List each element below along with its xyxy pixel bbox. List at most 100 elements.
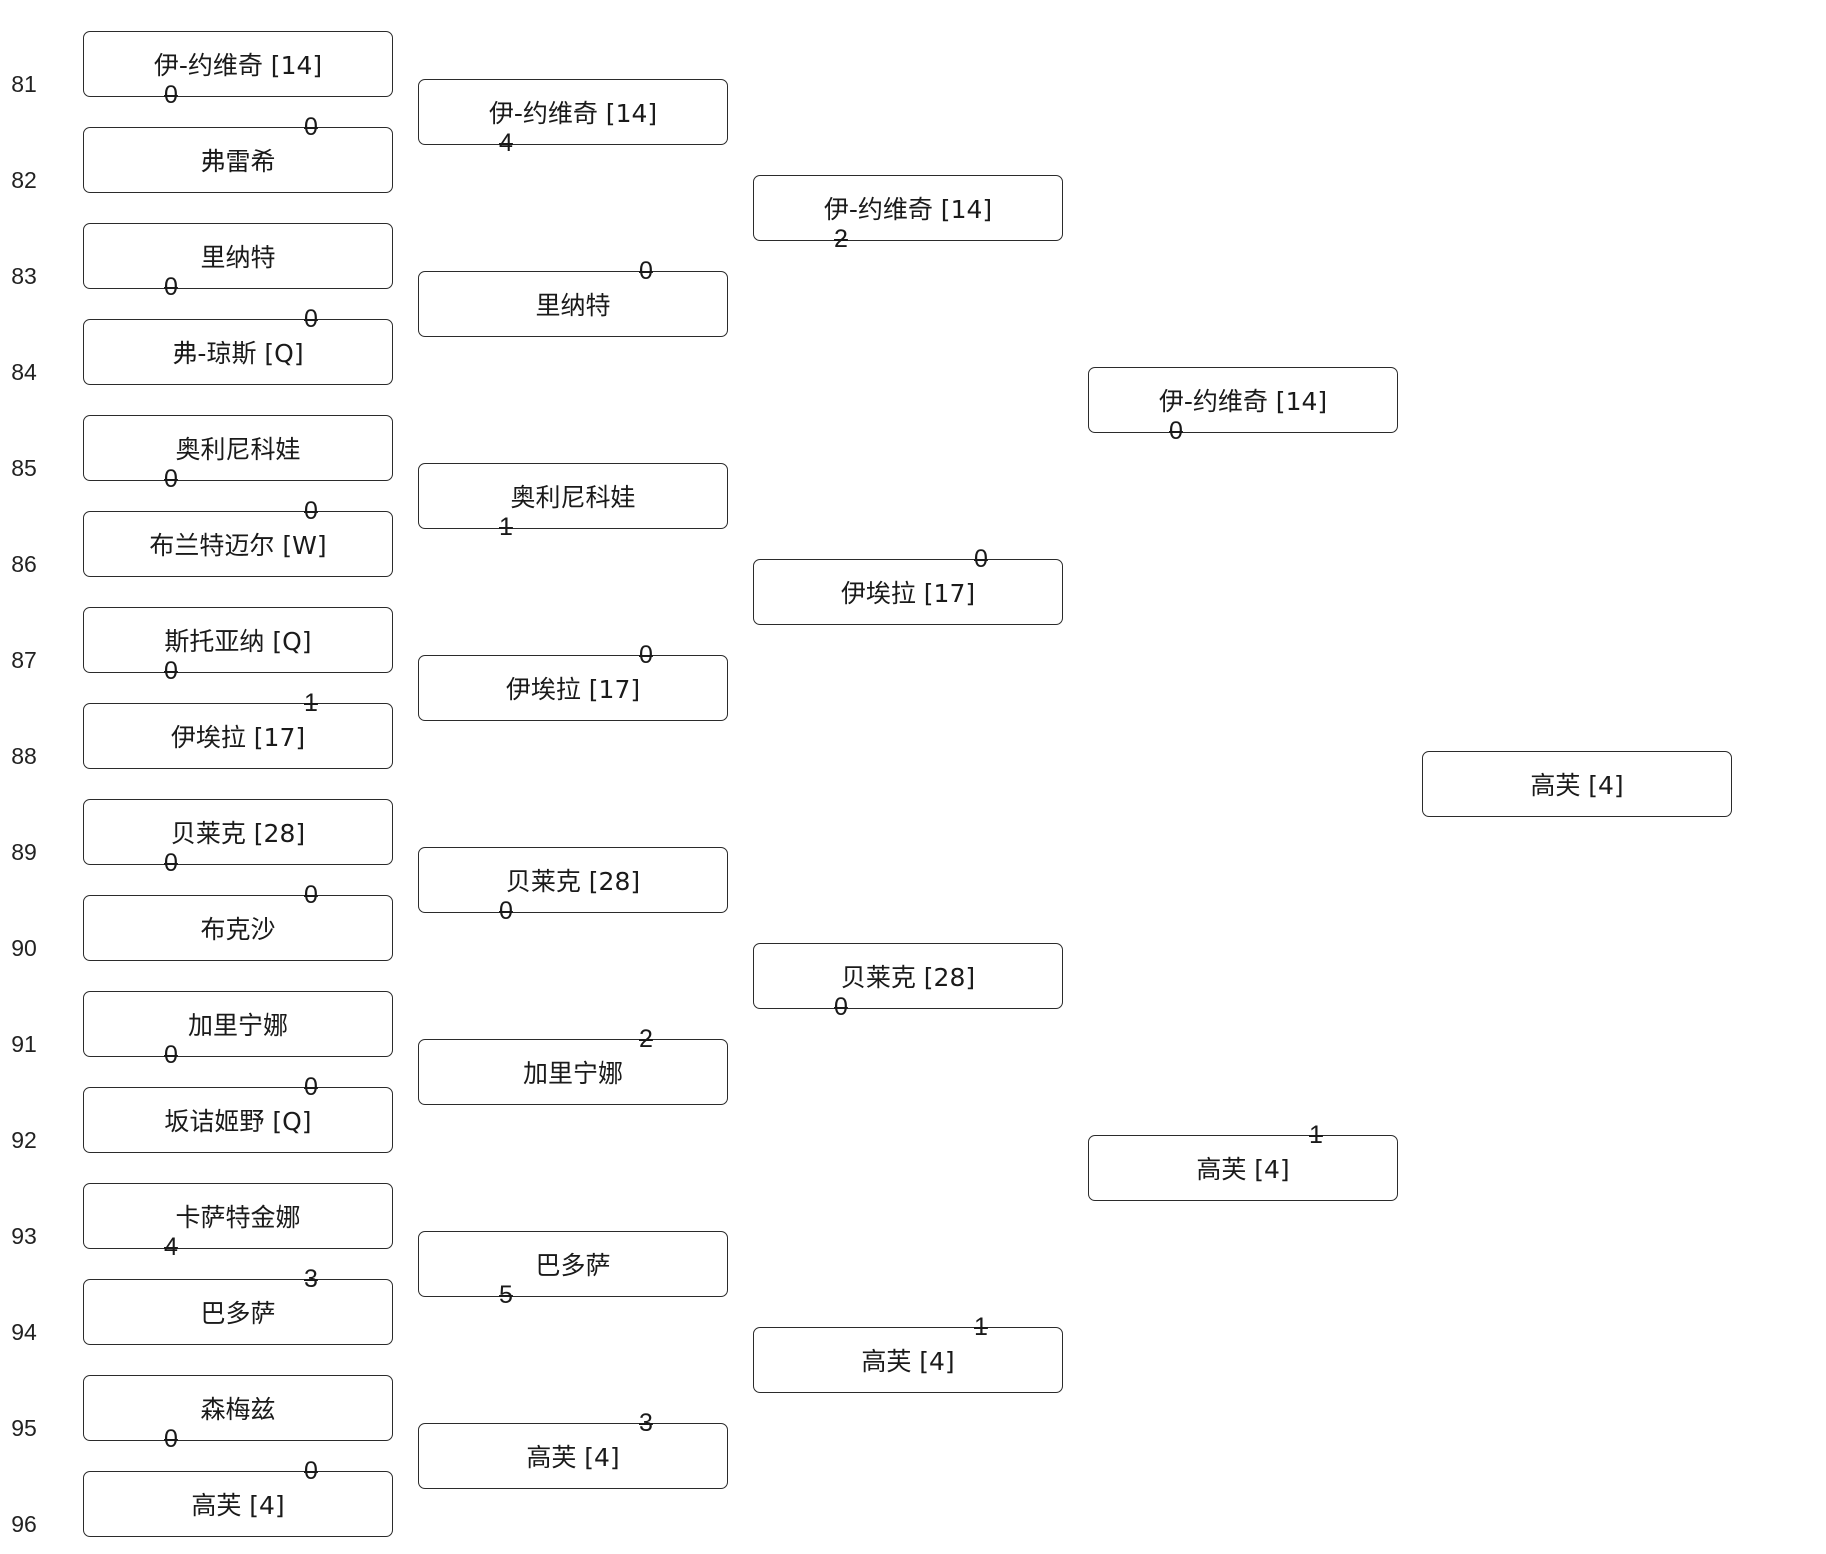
player-box[interactable]: 森梅兹 xyxy=(83,1375,393,1441)
player-box[interactable]: 高芙 [4] xyxy=(1088,1135,1398,1201)
player-box[interactable]: 布克沙 xyxy=(83,895,393,961)
seed-number: 85 xyxy=(11,455,37,481)
player-score: 0 xyxy=(639,641,653,669)
player-box[interactable]: 伊-约维奇 [14] xyxy=(418,79,728,145)
player-box[interactable]: 伊-约维奇 [14] xyxy=(1088,367,1398,433)
player-box[interactable]: 里纳特 xyxy=(418,271,728,337)
player-name: 贝莱克 [28] xyxy=(840,963,976,992)
seed-number: 88 xyxy=(11,743,37,769)
player-score: 0 xyxy=(304,1073,318,1101)
player-score: 0 xyxy=(304,1457,318,1485)
player-name: 高芙 [4] xyxy=(861,1347,955,1376)
player-score: 0 xyxy=(164,465,178,493)
player-name: 高芙 [4] xyxy=(1530,771,1624,800)
player-score: 0 xyxy=(304,305,318,333)
player-score: 3 xyxy=(639,1409,653,1437)
seed-number: 87 xyxy=(11,647,37,673)
player-score: 0 xyxy=(164,273,178,301)
player-name: 卡萨特金娜 xyxy=(175,1203,301,1232)
player-name: 加里宁娜 xyxy=(522,1059,623,1088)
player-name: 奥利尼科娃 xyxy=(175,435,301,464)
player-box[interactable]: 斯托亚纳 [Q] xyxy=(83,607,393,673)
player-box[interactable]: 加里宁娜 xyxy=(418,1039,728,1105)
player-score: 2 xyxy=(639,1025,653,1053)
player-score: 1 xyxy=(1309,1121,1323,1149)
player-score: 2 xyxy=(834,225,848,253)
player-score: 0 xyxy=(304,497,318,525)
player-box[interactable]: 奥利尼科娃 xyxy=(418,463,728,529)
player-score: 0 xyxy=(164,657,178,685)
player-name: 高芙 [4] xyxy=(526,1443,620,1472)
player-score: 0 xyxy=(639,257,653,285)
player-score: 0 xyxy=(974,545,988,573)
player-box[interactable]: 伊埃拉 [17] xyxy=(753,559,1063,625)
player-score: 0 xyxy=(164,1041,178,1069)
seed-number: 92 xyxy=(11,1127,37,1153)
player-box[interactable]: 高芙 [4] xyxy=(418,1423,728,1489)
player-box[interactable]: 贝莱克 [28] xyxy=(83,799,393,865)
player-name: 加里宁娜 xyxy=(187,1011,288,1040)
player-name: 高芙 [4] xyxy=(191,1491,285,1520)
seed-number: 83 xyxy=(11,263,37,289)
seed-number: 82 xyxy=(11,167,37,193)
player-score: 0 xyxy=(499,897,513,925)
player-score: 0 xyxy=(304,113,318,141)
player-score: 1 xyxy=(499,513,513,541)
player-box[interactable]: 伊-约维奇 [14] xyxy=(753,175,1063,241)
seed-number: 84 xyxy=(11,359,37,385)
player-box[interactable]: 坂诘姬野 [Q] xyxy=(83,1087,393,1153)
player-score: 0 xyxy=(164,849,178,877)
player-score: 0 xyxy=(304,881,318,909)
player-name: 森梅兹 xyxy=(200,1395,276,1424)
player-name: 高芙 [4] xyxy=(1196,1155,1290,1184)
player-name: 斯托亚纳 [Q] xyxy=(164,627,312,656)
player-name: 巴多萨 xyxy=(200,1299,276,1328)
seed-number: 90 xyxy=(11,935,37,961)
seed-number: 89 xyxy=(11,839,37,865)
player-name: 弗雷希 xyxy=(200,147,276,176)
player-box[interactable]: 巴多萨 xyxy=(83,1279,393,1345)
player-name: 伊-约维奇 [14] xyxy=(823,195,993,224)
player-box[interactable]: 布兰特迈尔 [W] xyxy=(83,511,393,577)
player-score: 1 xyxy=(304,689,318,717)
player-box[interactable]: 贝莱克 [28] xyxy=(753,943,1063,1009)
player-name: 伊-约维奇 [14] xyxy=(153,51,323,80)
player-score: 0 xyxy=(164,81,178,109)
player-box[interactable]: 高芙 [4] xyxy=(83,1471,393,1537)
seed-number: 96 xyxy=(11,1511,37,1537)
player-name: 伊埃拉 [17] xyxy=(170,723,306,752)
seed-number: 94 xyxy=(11,1319,37,1345)
player-score: 4 xyxy=(499,129,513,157)
player-box[interactable]: 卡萨特金娜 xyxy=(83,1183,393,1249)
player-box[interactable]: 弗雷希 xyxy=(83,127,393,193)
player-box[interactable]: 里纳特 xyxy=(83,223,393,289)
player-box[interactable]: 弗-琼斯 [Q] xyxy=(83,319,393,385)
player-name: 弗-琼斯 [Q] xyxy=(172,339,304,368)
player-box[interactable]: 高芙 [4] xyxy=(753,1327,1063,1393)
player-box[interactable]: 奥利尼科娃 xyxy=(83,415,393,481)
player-box[interactable]: 高芙 [4] xyxy=(1422,751,1732,817)
player-score: 0 xyxy=(164,1425,178,1453)
player-name: 伊-约维奇 [14] xyxy=(488,99,658,128)
seed-number: 91 xyxy=(11,1031,37,1057)
player-name: 巴多萨 xyxy=(535,1251,611,1280)
player-box[interactable]: 巴多萨 xyxy=(418,1231,728,1297)
player-box[interactable]: 伊埃拉 [17] xyxy=(83,703,393,769)
player-box[interactable]: 伊埃拉 [17] xyxy=(418,655,728,721)
player-name: 伊-约维奇 [14] xyxy=(1158,387,1328,416)
player-name: 布兰特迈尔 [W] xyxy=(149,531,327,560)
player-name: 坂诘姬野 [Q] xyxy=(164,1107,312,1136)
player-box[interactable]: 伊-约维奇 [14] xyxy=(83,31,393,97)
player-box[interactable]: 贝莱克 [28] xyxy=(418,847,728,913)
player-name: 布克沙 xyxy=(200,915,276,944)
player-score: 0 xyxy=(1169,417,1183,445)
seed-number: 81 xyxy=(11,71,37,97)
player-box[interactable]: 加里宁娜 xyxy=(83,991,393,1057)
seed-number: 86 xyxy=(11,551,37,577)
player-name: 贝莱克 [28] xyxy=(170,819,306,848)
player-name: 伊埃拉 [17] xyxy=(505,675,641,704)
seed-number: 93 xyxy=(11,1223,37,1249)
player-score: 5 xyxy=(499,1281,513,1309)
player-name: 奥利尼科娃 xyxy=(510,483,636,512)
